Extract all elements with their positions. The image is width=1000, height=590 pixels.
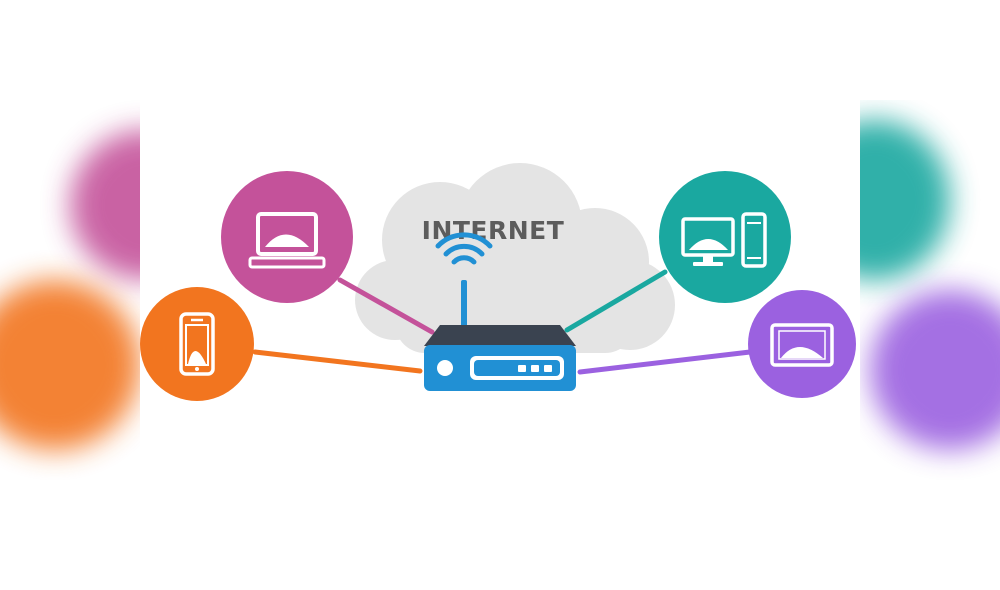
desktop-computer-icon	[681, 212, 767, 268]
desktop-connection-line	[564, 269, 668, 333]
smartphone-icon	[179, 312, 215, 376]
laptop-node	[221, 171, 353, 303]
wifi-router-icon	[424, 232, 576, 391]
desktop-node	[659, 171, 791, 303]
phone-connection-line	[252, 349, 423, 374]
left-blurred-backdrop	[0, 100, 140, 480]
blurred-purple-circle	[870, 290, 1000, 450]
laptop-connection-line	[337, 277, 435, 335]
phone-node	[140, 287, 254, 401]
tablet-icon	[770, 323, 834, 367]
right-blurred-backdrop	[860, 100, 1000, 480]
blurred-orange-circle	[0, 280, 140, 450]
tablet-connection-line	[577, 349, 753, 375]
tablet-node	[748, 290, 856, 398]
laptop-icon	[248, 212, 326, 269]
internet-cloud	[355, 163, 675, 353]
